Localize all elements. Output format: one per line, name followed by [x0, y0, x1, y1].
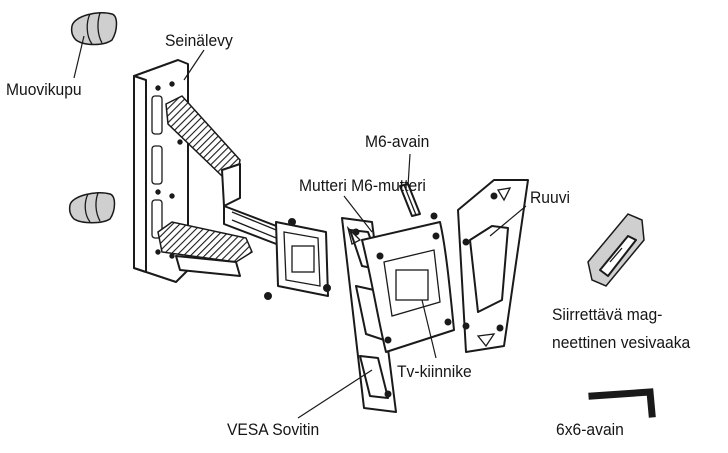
plastic-cap-top	[70, 12, 118, 46]
label-vesa-sovitin: VESA Sovitin	[227, 420, 320, 439]
hex-key-6x6	[588, 388, 656, 418]
label-mutteri: Mutteri M6-mutteri	[299, 176, 426, 195]
tv-bracket-center	[361, 212, 455, 353]
m6-key	[399, 183, 421, 217]
arm-lower	[157, 221, 253, 277]
label-vesivaaka-line1: Siirrettävä mag-	[552, 305, 663, 324]
label-muovikupu: Muovikupu	[6, 80, 82, 99]
label-vesivaaka-line2: neettinen vesivaaka	[552, 333, 691, 352]
label-ruuvi: Ruuvi	[530, 188, 570, 207]
arm-upper	[165, 95, 241, 207]
magnetic-level	[587, 213, 645, 287]
pivot-bracket	[264, 218, 331, 300]
label-6x6-avain: 6x6-avain	[556, 420, 624, 439]
plastic-cap-middle	[68, 192, 116, 224]
vesa-adapter-right	[457, 179, 529, 353]
label-tv-kiinnike: Tv-kiinnike	[397, 362, 472, 381]
label-m6-avain: M6-avain	[365, 132, 430, 151]
leader-lines	[73, 35, 527, 419]
label-seinalevy: Seinälevy	[165, 31, 233, 50]
